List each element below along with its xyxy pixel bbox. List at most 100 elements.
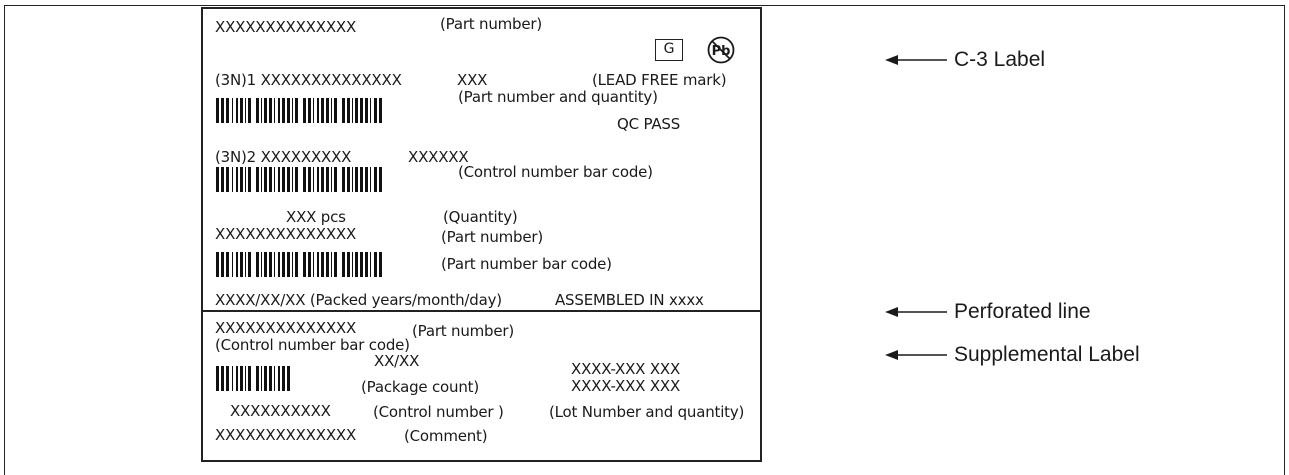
barcode-bar <box>370 252 371 277</box>
barcode-bar <box>326 98 329 123</box>
c3-part-number-caption-2: (Part number) <box>441 228 544 246</box>
lead-free-pb-icon: Pb <box>707 36 735 64</box>
barcode-bar <box>269 167 272 192</box>
barcode-bar <box>232 167 233 192</box>
barcode-bar <box>317 98 319 123</box>
barcode-bar <box>245 366 246 391</box>
barcode-bar <box>248 167 251 192</box>
barcode-bar <box>321 167 324 192</box>
barcode-bar <box>370 167 371 192</box>
c3-part-number-caption: (Part number) <box>440 15 543 33</box>
barcode-bar <box>334 252 337 277</box>
barcode-bar <box>347 167 350 192</box>
c3-3n2-value: (3N)2 XXXXXXXXX <box>215 148 352 166</box>
barcode-bar <box>278 167 280 192</box>
barcode-bar <box>278 366 280 391</box>
barcode-bar <box>292 167 293 192</box>
barcode-bar <box>248 366 251 391</box>
barcode-bar <box>261 98 262 123</box>
supp-control-barcode-caption: (Control number bar code) <box>215 336 410 354</box>
barcode-bar <box>287 366 290 391</box>
barcode-bar <box>342 252 345 277</box>
barcode-bar <box>232 252 233 277</box>
barcode-bar <box>282 252 285 277</box>
control-number-value: XXXXXXXXXX <box>230 402 331 420</box>
barcode-bar <box>240 98 243 123</box>
c3-part-number-value: XXXXXXXXXXXXXX <box>215 18 357 36</box>
perforated-line <box>201 310 762 312</box>
barcode-bar <box>261 167 262 192</box>
barcode-bar <box>264 167 267 192</box>
barcode-bar <box>303 98 306 123</box>
barcode-bar <box>226 366 229 391</box>
barcode-bar <box>245 98 246 123</box>
barcode-bar <box>347 252 350 277</box>
c3-part-number-value-2: XXXXXXXXXXXXXX <box>215 225 357 243</box>
barcode-bar <box>264 252 267 277</box>
barcode-bar <box>216 167 219 192</box>
barcode-bar <box>326 252 329 277</box>
barcode-bar <box>292 98 293 123</box>
barcode-bar <box>221 252 224 277</box>
perforated-line-arrow-icon <box>885 307 947 317</box>
barcode-bar <box>278 252 280 277</box>
barcode-bar <box>326 167 329 192</box>
barcode-bar <box>342 98 345 123</box>
barcode-bar <box>287 98 290 123</box>
barcode-bar <box>313 167 314 192</box>
control-number-caption: (Control number ) <box>373 403 504 421</box>
barcode-bar <box>282 98 285 123</box>
barcode-bar <box>264 98 267 123</box>
barcode-bar <box>240 366 243 391</box>
barcode-bar <box>352 252 353 277</box>
barcode-bar <box>236 366 238 391</box>
barcode-bar <box>317 252 319 277</box>
quantity-caption: (Quantity) <box>443 208 518 226</box>
barcode-bar <box>221 366 224 391</box>
barcode-bar <box>308 252 311 277</box>
barcode-bar <box>269 98 272 123</box>
lot-line-1: XXXX-XXX XXX <box>571 360 681 378</box>
package-count-value: XX/XX <box>374 352 420 370</box>
barcode-bar <box>261 252 262 277</box>
barcode-bar <box>274 167 275 192</box>
barcode-bar <box>278 98 280 123</box>
part-barcode-caption: (Part number bar code) <box>441 255 612 273</box>
barcode-bar <box>261 366 262 391</box>
barcode-bar <box>256 252 259 277</box>
package-count-caption: (Package count) <box>361 378 479 396</box>
barcode-bar <box>226 98 229 123</box>
part-qty-caption: (Part number and quantity) <box>458 88 658 106</box>
barcode-bar <box>374 252 377 277</box>
comment-value: XXXXXXXXXXXXXX <box>215 426 357 444</box>
barcode-bar <box>269 366 272 391</box>
barcode-bar <box>321 252 324 277</box>
quantity-value: XXX pcs <box>286 208 346 226</box>
barcode-bar <box>269 252 272 277</box>
barcode-bar <box>342 167 345 192</box>
c3-3n2-suffix: XXXXXX <box>408 148 469 166</box>
supp-part-number-caption: (Part number) <box>412 322 515 340</box>
barcode-bar <box>236 252 238 277</box>
barcode-bar <box>313 252 314 277</box>
figure-frame <box>4 5 1285 475</box>
barcode-bar <box>236 167 238 192</box>
control-number-barcode <box>216 167 418 192</box>
barcode-bar <box>282 366 285 391</box>
barcode-bar <box>216 98 219 123</box>
barcode-bar <box>226 167 229 192</box>
barcode-bar <box>379 98 382 123</box>
perforated-line-callout: Perforated line <box>954 300 1091 323</box>
barcode-bar <box>355 98 358 123</box>
c3-label-callout: C-3 Label <box>954 48 1046 71</box>
barcode-bar <box>374 167 377 192</box>
barcode-bar <box>308 98 311 123</box>
barcode-bar <box>240 252 243 277</box>
packed-date: XXXX/XX/XX (Packed years/month/day) <box>215 291 502 309</box>
barcode-bar <box>274 98 275 123</box>
barcode-bar <box>248 252 251 277</box>
barcode-bar <box>221 98 224 123</box>
barcode-bar <box>256 167 259 192</box>
barcode-bar <box>360 252 363 277</box>
qc-pass: QC PASS <box>617 115 681 133</box>
